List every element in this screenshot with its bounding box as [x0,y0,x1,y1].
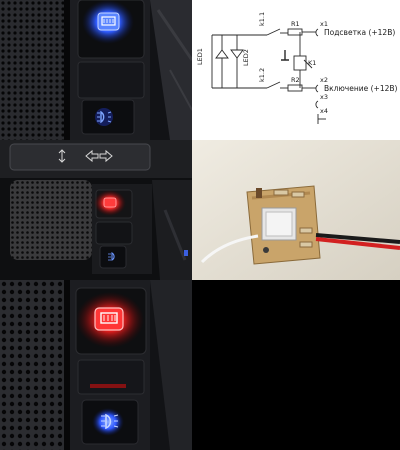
label-x4: x4 [320,107,328,115]
photo-pcb-board [192,140,400,280]
label-led2: LED2 [242,49,250,66]
schematic-diagram: LED1 LED2 k1.1 k1.2 R1 R2 K1 x1 x2 x3 x4… [192,0,400,140]
label-k1-2: k1.2 [258,68,266,82]
label-enable: Включение (+12В) [324,84,398,93]
empty-black-panel [192,280,400,450]
label-k1-1: k1.1 [258,12,266,26]
fog-light-icon [101,413,119,430]
fog-light-icon [108,252,115,261]
label-x3: x3 [320,93,328,101]
rear-window-heater-icon [101,16,116,26]
photo-switch-red-large [0,280,192,450]
photo-switch-blue [0,0,192,140]
label-r1: R1 [291,20,300,28]
label-backlight: Подсветка (+12В) [324,28,395,37]
turn-signal-arrows-icon [58,149,113,163]
label-led1: LED1 [196,48,204,65]
rear-window-heater-icon [100,312,118,324]
fog-light-icon [97,110,112,124]
label-x2: x2 [320,76,328,84]
label-k1: K1 [308,59,316,67]
label-x1: x1 [320,20,328,28]
label-r2: R2 [291,76,300,84]
led-diode-1 [215,49,229,59]
photo-switch-red-small [0,140,192,280]
